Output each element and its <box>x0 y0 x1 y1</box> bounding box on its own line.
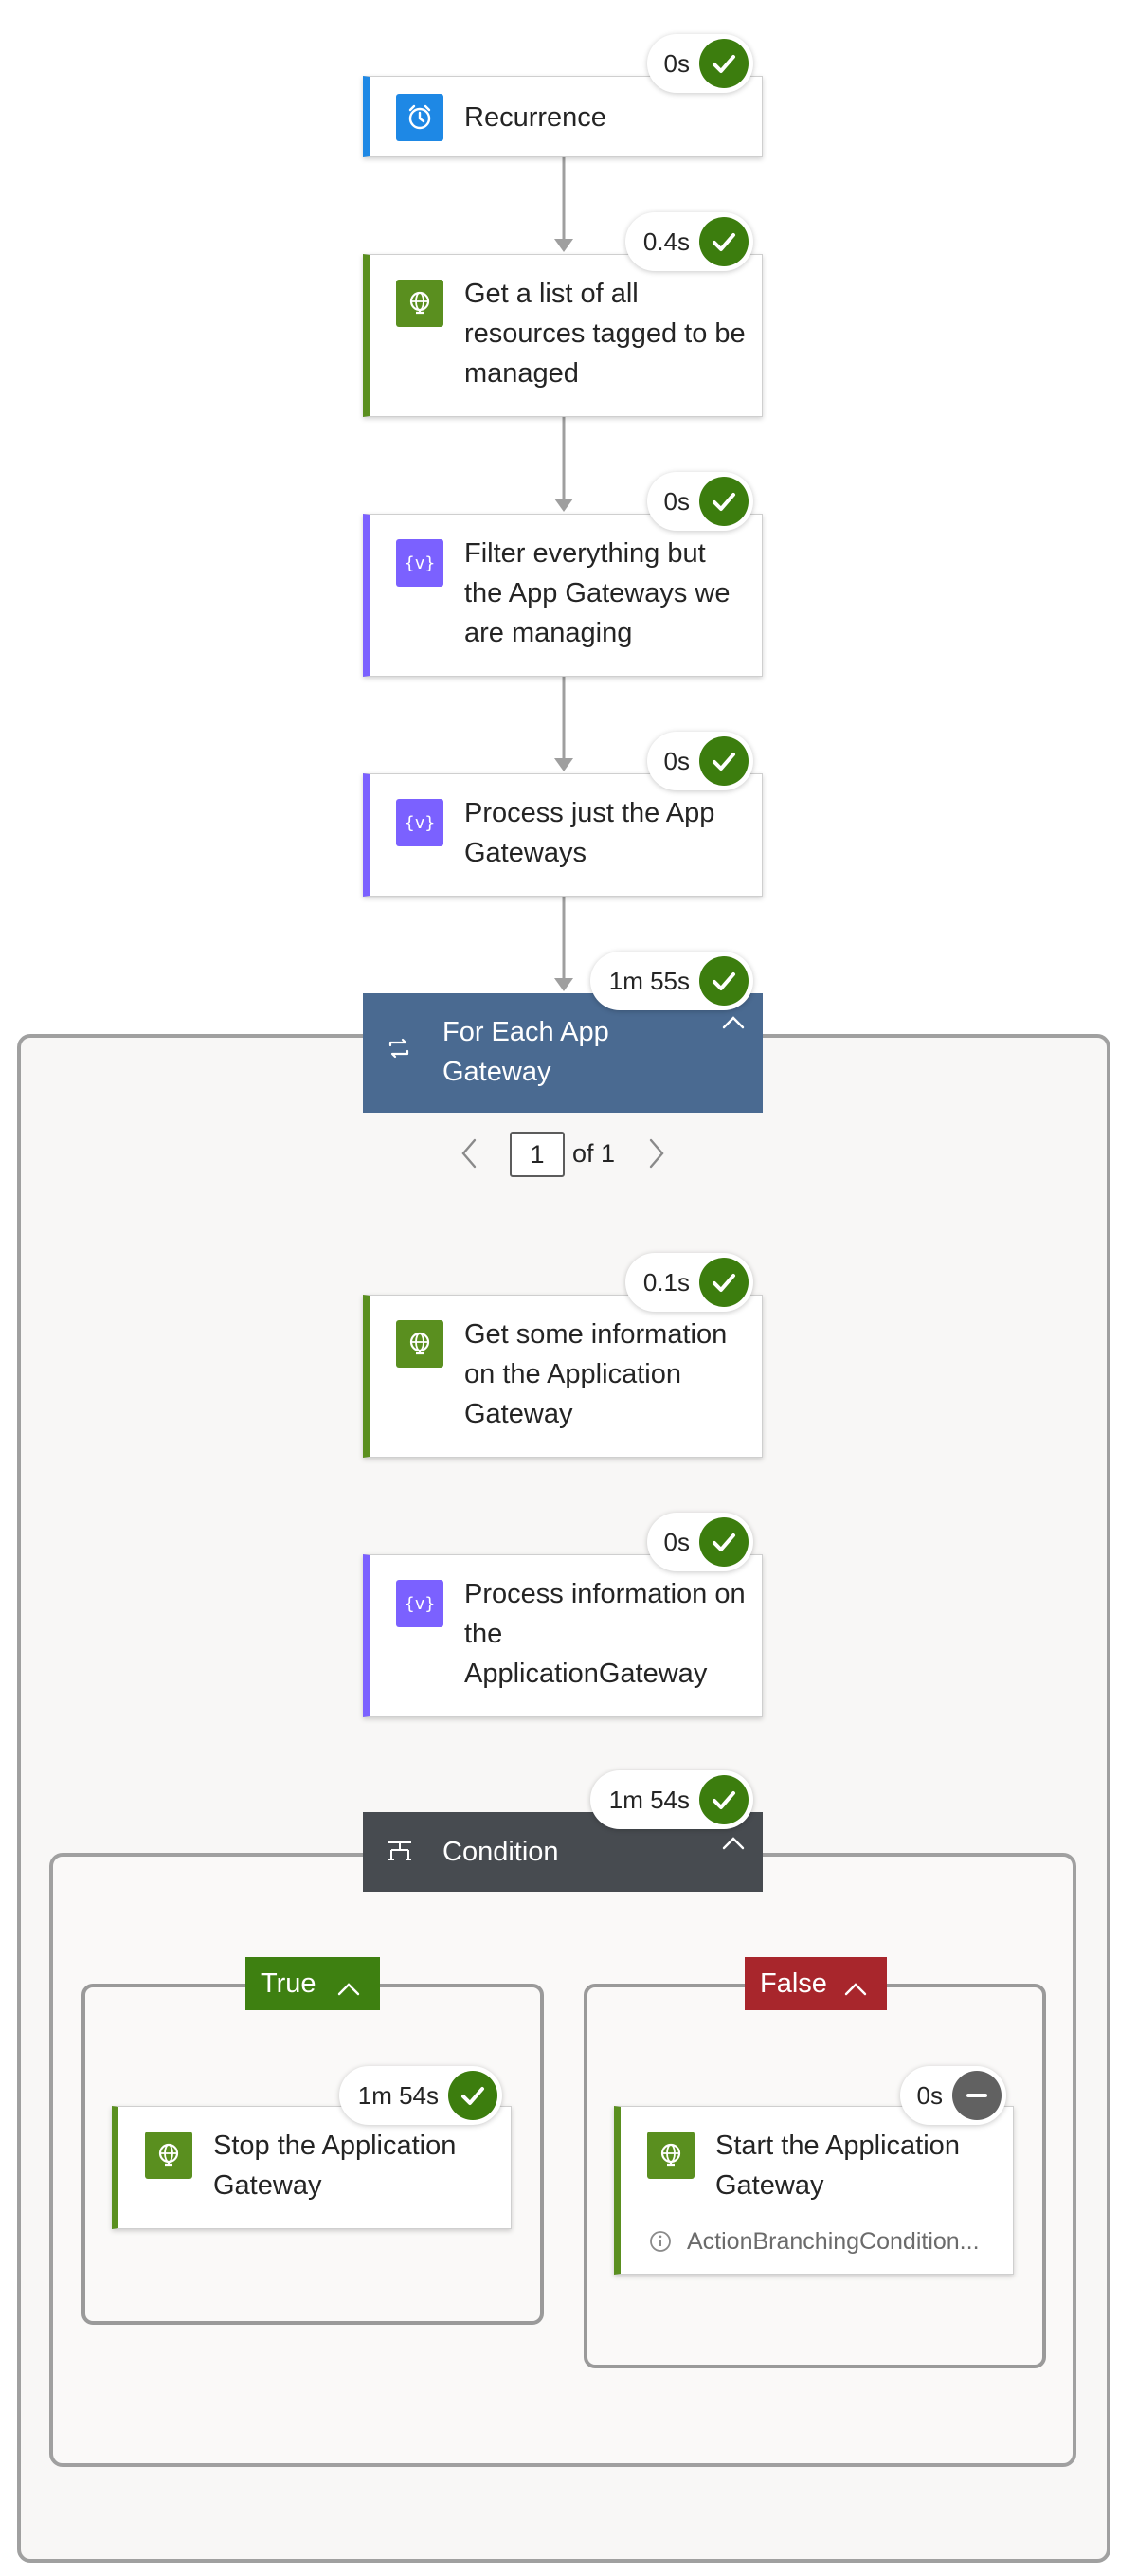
status-badge: 1m 54s <box>590 1770 753 1829</box>
true-label: True <box>261 1968 316 1999</box>
braces-variable-icon: {v} <box>396 1580 443 1627</box>
step-get-resources[interactable]: Get a list of all resources tagged to be… <box>363 254 763 417</box>
pager-next-chevron-icon[interactable] <box>646 1137 667 1174</box>
checkmark-icon <box>699 1517 749 1567</box>
step-title: Start the Application Gateway <box>715 2131 960 2201</box>
checkmark-icon <box>699 736 749 786</box>
checkmark-icon <box>699 217 749 266</box>
globe-icon <box>647 2132 695 2179</box>
checkmark-icon <box>448 2071 497 2120</box>
condition-branch-icon <box>386 1839 414 1870</box>
pager-page-input[interactable]: 1 <box>510 1132 565 1177</box>
collapse-chevron-icon[interactable] <box>721 1835 746 1857</box>
duration-label: 0s <box>663 486 690 516</box>
duration-label: 0.1s <box>642 1267 690 1297</box>
duration-label: 0s <box>916 2080 943 2110</box>
info-icon <box>649 2230 672 2258</box>
status-badge: 0s <box>647 1513 753 1571</box>
globe-icon <box>145 2132 192 2179</box>
globe-icon <box>396 1320 443 1368</box>
braces-variable-icon: {v} <box>396 799 443 846</box>
duration-label: 0s <box>663 48 690 78</box>
braces-variable-icon: {v} <box>396 539 443 587</box>
step-title: Filter everything but the App Gateways w… <box>464 538 731 648</box>
step-title: Stop the Application Gateway <box>213 2131 457 2201</box>
duration-label: 0s <box>663 1527 690 1556</box>
step-status-note: ActionBranchingCondition... <box>687 2228 980 2255</box>
alarm-clock-icon <box>396 94 443 141</box>
duration-label: 1m 55s <box>608 966 690 995</box>
checkmark-icon <box>699 1775 749 1824</box>
status-badge: 0s <box>647 34 753 93</box>
foreach-header[interactable]: For Each App Gateway <box>363 993 763 1113</box>
collapse-chevron-icon[interactable] <box>721 1014 746 1036</box>
step-title: Process just the App Gateways <box>464 798 715 868</box>
duration-label: 1m 54s <box>608 1785 690 1814</box>
duration-label: 0.4s <box>642 227 690 256</box>
checkmark-icon <box>699 1258 749 1307</box>
step-title: Get some information on the Application … <box>464 1319 728 1429</box>
step-recurrence[interactable]: Recurrence <box>363 76 763 157</box>
minus-icon <box>952 2071 1002 2120</box>
foreach-title: For Each App Gateway <box>442 1017 609 1087</box>
status-badge: 0s <box>900 2066 1006 2125</box>
status-badge: 0s <box>647 472 753 531</box>
true-branch-label[interactable]: True <box>245 1957 380 2010</box>
loop-icon <box>386 1035 412 1066</box>
step-get-gateway-info[interactable]: Get some information on the Application … <box>363 1295 763 1458</box>
condition-title: Condition <box>442 1837 559 1867</box>
step-filter-gateways[interactable]: {v} Filter everything but the App Gatewa… <box>363 514 763 677</box>
pager-of-label: of 1 <box>572 1139 616 1168</box>
step-process-gateways[interactable]: {v} Process just the App Gateways <box>363 773 763 897</box>
collapse-chevron-icon[interactable] <box>843 1974 868 2005</box>
step-process-gateway-info[interactable]: {v} Process information on the Applicati… <box>363 1554 763 1717</box>
checkmark-icon <box>699 956 749 1006</box>
duration-label: 0s <box>663 746 690 775</box>
status-badge: 1m 55s <box>590 952 753 1010</box>
status-badge: 0s <box>647 732 753 790</box>
globe-icon <box>396 280 443 327</box>
pager-prev-chevron-icon[interactable] <box>459 1137 479 1174</box>
status-badge: 1m 54s <box>339 2066 502 2125</box>
checkmark-icon <box>699 39 749 88</box>
status-badge: 0.4s <box>625 212 753 271</box>
step-title: Recurrence <box>464 102 606 133</box>
step-title: Get a list of all resources tagged to be… <box>464 279 746 389</box>
step-title: Process information on the ApplicationGa… <box>464 1579 746 1689</box>
checkmark-icon <box>699 477 749 526</box>
step-stop-gateway[interactable]: Stop the Application Gateway <box>112 2106 512 2229</box>
duration-label: 1m 54s <box>357 2080 439 2110</box>
false-branch-label[interactable]: False <box>745 1957 887 2010</box>
collapse-chevron-icon[interactable] <box>336 1974 361 2005</box>
step-start-gateway[interactable]: Start the Application Gateway ActionBran… <box>614 2106 1014 2275</box>
false-label: False <box>760 1968 827 1999</box>
status-badge: 0.1s <box>625 1253 753 1312</box>
